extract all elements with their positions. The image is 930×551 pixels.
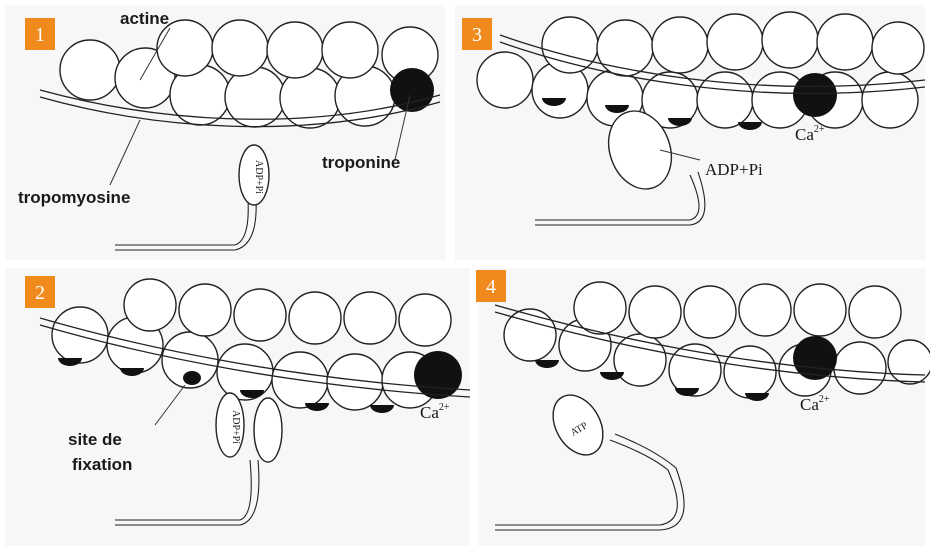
actin-bead bbox=[322, 22, 378, 78]
panel-2-badge: 2 bbox=[25, 276, 55, 308]
actin-bead bbox=[344, 292, 396, 344]
actin-bead bbox=[629, 286, 681, 338]
troponin-complex bbox=[414, 351, 462, 399]
actin-bead bbox=[52, 307, 108, 363]
label-fixation: fixation bbox=[72, 455, 132, 474]
actin-bead bbox=[267, 22, 323, 78]
actin-bead bbox=[684, 286, 736, 338]
actin-bead bbox=[872, 22, 924, 74]
panel-4-badge: 4 bbox=[476, 270, 506, 302]
actin-bead bbox=[724, 346, 776, 398]
actin-bead bbox=[124, 279, 176, 331]
actin-bead bbox=[399, 294, 451, 346]
head-text: ADP+Pi bbox=[230, 410, 241, 444]
binding-site bbox=[183, 371, 201, 385]
actin-bead bbox=[888, 340, 930, 384]
actin-bead bbox=[762, 12, 818, 68]
actin-bead bbox=[542, 17, 598, 73]
actin-bead bbox=[212, 20, 268, 76]
actin-bead bbox=[614, 334, 666, 386]
head-text: ADP+Pi bbox=[253, 160, 264, 194]
actin-bead bbox=[862, 72, 918, 128]
actin-bead bbox=[597, 20, 653, 76]
label-tropomyosine: tropomyosine bbox=[18, 188, 130, 207]
ca-charge: 2+ bbox=[819, 394, 830, 405]
badge-number: 1 bbox=[35, 24, 45, 46]
panel-2: 2 bbox=[5, 268, 470, 546]
ca-text: Ca bbox=[420, 403, 439, 422]
actin-bead bbox=[574, 282, 626, 334]
panel-1: 1 ADP+Pi actine troponin bbox=[5, 5, 445, 260]
ca-charge: 2+ bbox=[439, 402, 450, 413]
actin-bead bbox=[60, 40, 120, 100]
ca-text: Ca bbox=[800, 395, 819, 414]
panel-3: 3 bbox=[455, 5, 925, 260]
actin-bead bbox=[817, 14, 873, 70]
panel-1-badge: 1 bbox=[25, 18, 55, 50]
badge-number: 3 bbox=[472, 24, 482, 46]
badge-number: 2 bbox=[35, 282, 45, 304]
label-troponine: troponine bbox=[322, 153, 400, 172]
actin-bead bbox=[794, 284, 846, 336]
actin-bead bbox=[849, 286, 901, 338]
myosin-head-second bbox=[254, 398, 282, 462]
troponin-complex bbox=[793, 73, 837, 117]
actin-bead bbox=[289, 292, 341, 344]
actin-bead bbox=[707, 14, 763, 70]
actin-bead bbox=[834, 342, 886, 394]
ca-text: Ca bbox=[795, 125, 814, 144]
panel-3-badge: 3 bbox=[462, 18, 492, 50]
actin-bead bbox=[157, 20, 213, 76]
label-site-de: site de bbox=[68, 430, 122, 449]
label-actine: actine bbox=[120, 9, 169, 28]
label-adp-pi: ADP+Pi bbox=[705, 160, 763, 179]
actin-bead bbox=[179, 284, 231, 336]
actin-bead bbox=[477, 52, 533, 108]
ca-charge: 2+ bbox=[814, 124, 825, 135]
actin-bead bbox=[739, 284, 791, 336]
actin-bead bbox=[652, 17, 708, 73]
panel-4: 4 bbox=[476, 268, 930, 546]
actin-bead bbox=[234, 289, 286, 341]
badge-number: 4 bbox=[486, 276, 496, 298]
